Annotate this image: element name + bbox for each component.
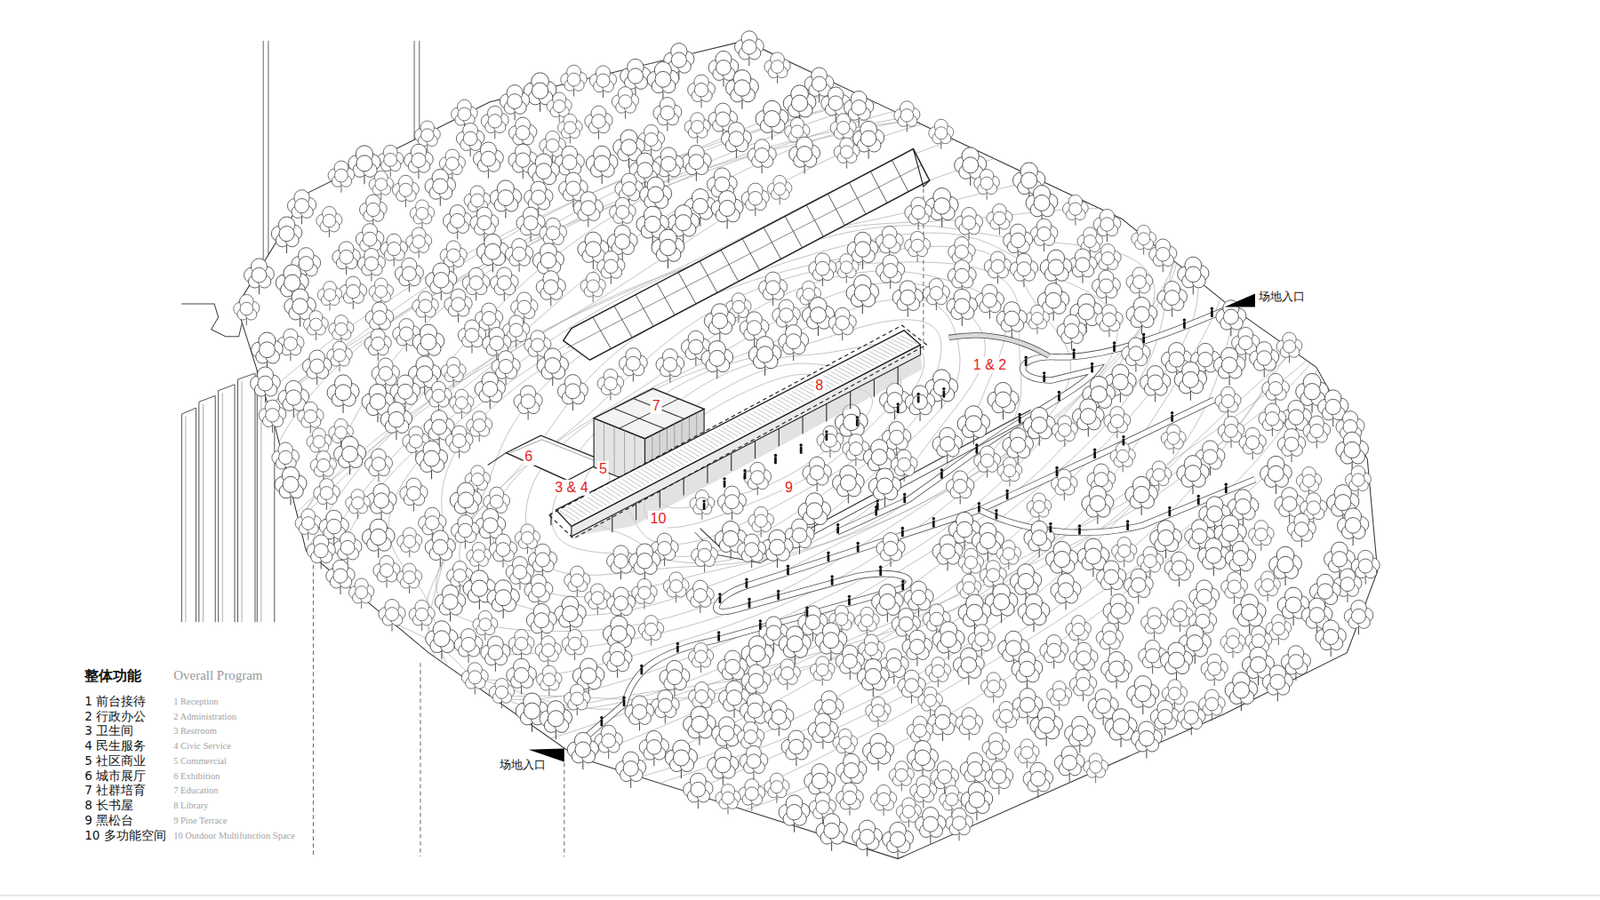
- drawing-stage: 场地入口1 & 287653 & 4910场地入口整体功能Overall Pro…: [0, 0, 1600, 900]
